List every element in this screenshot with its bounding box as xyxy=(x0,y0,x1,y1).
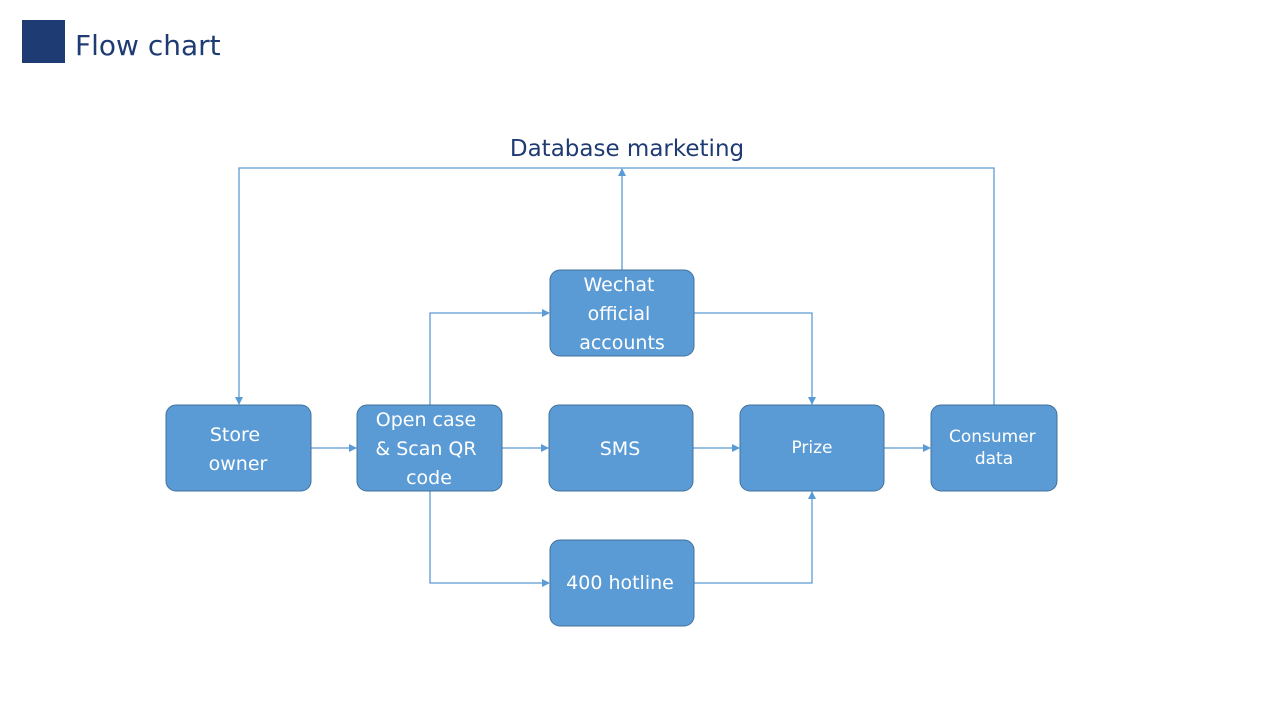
svg-text:SMS: SMS xyxy=(600,438,641,460)
node-hotline: 400 hotline xyxy=(549,539,695,627)
node-open-case: Open case & Scan QR code xyxy=(356,404,503,492)
node-store-owner-line-1: Store xyxy=(210,424,260,446)
svg-text:Store owner: Store owner xyxy=(209,424,268,475)
edge-hotline-to-prize xyxy=(694,491,816,584)
edge-consumer-data-to-store-feedback xyxy=(235,167,995,405)
node-consumer-data: Consumer data xyxy=(930,404,1058,492)
title-marker xyxy=(22,20,65,63)
node-consumer-data-line-2: data xyxy=(975,449,1013,469)
node-wechat-line-3: accounts xyxy=(579,332,665,354)
slide-title: Flow chart xyxy=(75,29,221,62)
edge-wechat-to-prize xyxy=(694,312,816,405)
node-hotline-line-1: 400 hotline xyxy=(566,572,674,594)
svg-text:Prize: Prize xyxy=(791,438,832,458)
node-sms-line-1: SMS xyxy=(600,438,641,460)
node-wechat-line-2: official xyxy=(588,303,651,325)
svg-text:Consumer data: Consumer data xyxy=(949,427,1041,469)
node-wechat-line-1: Wechat xyxy=(584,274,655,296)
node-prize-line-1: Prize xyxy=(791,438,832,458)
node-open-case-line-2: & Scan QR xyxy=(375,438,476,460)
svg-text:400 hotline: 400 hotline xyxy=(566,572,674,594)
node-consumer-data-line-1: Consumer xyxy=(949,427,1036,447)
node-store-owner: Store owner xyxy=(165,404,312,492)
svg-text:Open case & Scan QR: Open case & Scan QR code xyxy=(375,409,482,489)
node-open-case-line-3: code xyxy=(406,467,452,489)
node-sms: SMS xyxy=(548,404,694,492)
svg-text:Wechat official: Wechat official accounts xyxy=(579,274,665,354)
node-prize: Prize xyxy=(739,404,885,492)
node-store-owner-line-2: owner xyxy=(209,453,268,475)
edge-open-case-to-hotline xyxy=(429,491,550,587)
node-open-case-line-1: Open case xyxy=(376,409,476,431)
database-marketing-label: Database marketing xyxy=(510,136,744,162)
edge-open-case-to-wechat xyxy=(429,309,550,405)
node-wechat: Wechat official accounts xyxy=(549,269,695,357)
